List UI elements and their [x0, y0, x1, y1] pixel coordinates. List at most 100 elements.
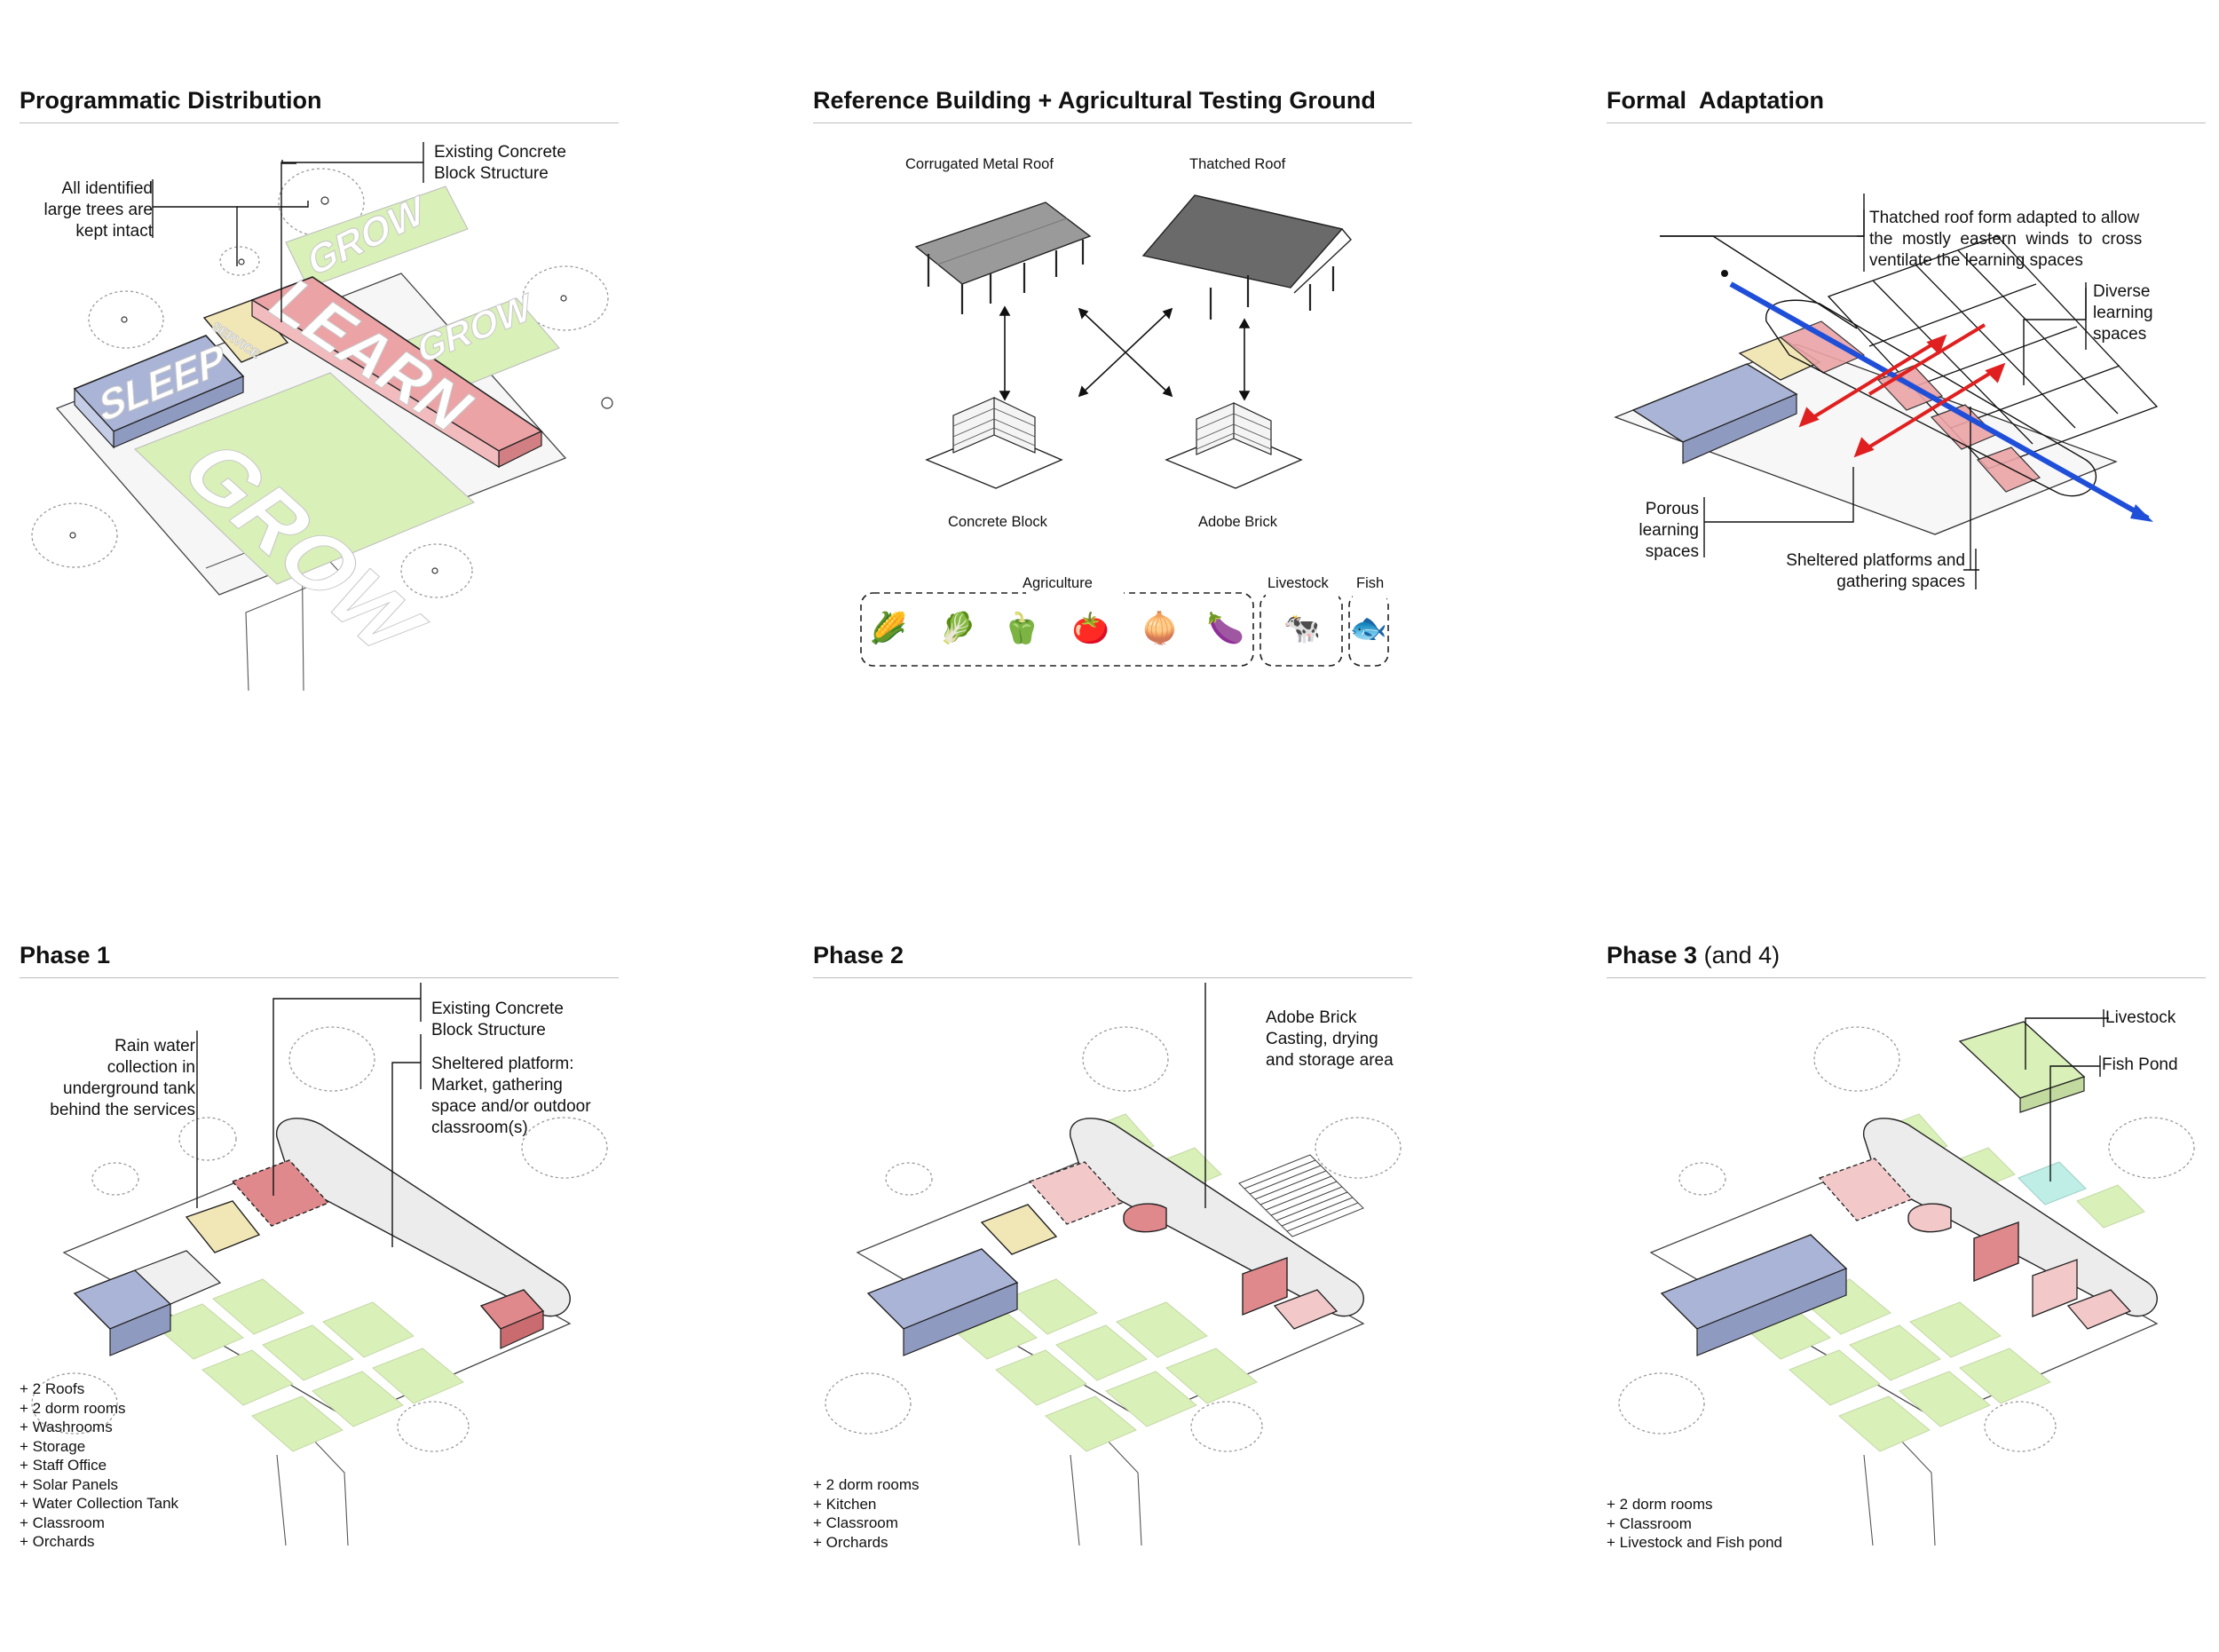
orchard-plot — [1849, 1324, 1941, 1381]
orchard-plot — [1789, 1349, 1881, 1406]
list-item: + Washrooms — [20, 1419, 113, 1435]
leader-line-sheltered — [1963, 407, 1979, 571]
panel-phase-1: Phase 1 — [20, 942, 619, 1652]
phase-2-additions-list: + 2 dorm rooms + Kitchen + Classroom + O… — [813, 1475, 920, 1552]
leader-line-structure — [280, 162, 423, 322]
roof-grid — [1827, 235, 2159, 470]
classroom-block-end — [1273, 1289, 1339, 1330]
orchard-plot — [1899, 1371, 1991, 1427]
wind-arrow-blue-head — [2130, 504, 2153, 522]
panel-formal-adaptation: Formal Adaptation Thatched roof form — [1607, 87, 2206, 797]
classroom-block — [1242, 1257, 1288, 1316]
grow-zone — [285, 186, 469, 289]
classroom-block — [1973, 1221, 2019, 1283]
eggplant-icon: 🍆 — [1206, 612, 1245, 645]
adobe-brick-wall — [1196, 402, 1272, 455]
caption-adobe-brick: Adobe Brick — [1198, 514, 1277, 530]
cabbage-icon: 🥬 — [938, 612, 977, 645]
leader-line-porous — [1704, 467, 1854, 523]
thatched-roof-columns — [1209, 266, 1335, 320]
tree-canopy — [1618, 1372, 1705, 1435]
list-item: + 2 dorm rooms — [813, 1476, 920, 1493]
leader-line-roof-c — [1857, 194, 1865, 237]
leader-line-roof — [1660, 235, 1858, 329]
phase-3-axonometric — [1618, 1009, 2195, 1546]
list-item: + Livestock and Fish pond — [1607, 1534, 1782, 1551]
leader-line-platform — [391, 1034, 422, 1247]
cow-icon: 🐄 — [1283, 612, 1322, 645]
classroom-block-side — [500, 1310, 544, 1349]
tree-canopy — [522, 265, 609, 331]
kitchen-drum — [1123, 1203, 1167, 1233]
leader-line-structure — [281, 160, 296, 164]
tree-canopy — [288, 1026, 375, 1092]
list-item: + Solar Panels — [20, 1475, 119, 1493]
corn-icon: 🌽 — [869, 612, 908, 645]
panel-reference-building: Reference Building + Agricultural Testin… — [813, 87, 1412, 797]
callout-trees-intact: All identified large trees are kept inta… — [43, 179, 153, 241]
title-extra: (and 4) — [1697, 942, 1781, 968]
tree-canopy — [2108, 1117, 2195, 1179]
group-label-fish: Fish — [1356, 575, 1385, 591]
leader-line-trees-c — [237, 201, 309, 208]
callout-thatched-roof-form: Thatched roof form adapted to allow the … — [1869, 209, 2143, 270]
classroom-block — [2032, 1259, 2078, 1317]
learn-block-front — [251, 298, 500, 469]
service-block — [980, 1204, 1058, 1255]
solar-panel — [131, 1251, 142, 1263]
panel-title: Phase 2 — [813, 942, 904, 968]
fish-pond — [2018, 1161, 2087, 1205]
orchard-plot — [1006, 1278, 1098, 1335]
wind-arrow-red — [1853, 362, 2006, 458]
sheltered-platform-roof — [1070, 1118, 1364, 1317]
tree-canopy — [397, 1401, 470, 1452]
tree-trunk — [431, 567, 438, 574]
solar-panel — [114, 1251, 124, 1263]
service-block — [185, 1200, 261, 1253]
tree-canopy — [91, 1162, 139, 1196]
tree-canopy — [31, 1372, 118, 1435]
adobe-brick-base — [1165, 431, 1303, 489]
tree-canopy — [178, 1117, 237, 1161]
roof-outline — [1765, 299, 2097, 497]
metal-roof-columns — [927, 240, 1085, 314]
panel-title: Programmatic Distribution — [20, 87, 322, 114]
onion-icon: 🧅 — [1141, 612, 1180, 645]
existing-concrete-structure — [1818, 1158, 1914, 1221]
tree-canopy — [400, 543, 473, 598]
leader-line-structure — [272, 998, 421, 1196]
dorm-block-side — [109, 1303, 171, 1356]
orchard-plot — [995, 1349, 1087, 1406]
programmatic-axonometric: SLEEP LEARN GROW GROW GROW SERVICE — [31, 142, 613, 692]
arrow-thatch-to-adobe — [1238, 318, 1251, 401]
callout-sheltered-platforms: Sheltered platforms and gathering spaces — [1786, 551, 1965, 591]
orchard-plot — [322, 1301, 415, 1358]
thatched-roof-drawing — [1141, 194, 1344, 289]
wind-arrow-blue — [1729, 281, 2150, 521]
tree-trunk — [601, 397, 613, 409]
orchard-plot — [1055, 1324, 1148, 1381]
leader-dot — [1721, 270, 1728, 277]
concrete-block-coursing — [952, 407, 1036, 447]
leader-line-trees-b — [153, 207, 237, 247]
orchard-plot — [201, 1349, 294, 1406]
tree-canopy — [1813, 1026, 1900, 1092]
tree-canopy — [521, 1117, 608, 1179]
access-road — [276, 1438, 349, 1546]
orchard-plot — [1838, 1395, 1931, 1452]
title-rule — [20, 977, 619, 978]
caption-thatched-roof: Thatched Roof — [1189, 156, 1286, 172]
group-box-livestock — [1260, 592, 1343, 667]
callout-rain-water: Rain water collection in underground tan… — [50, 1037, 195, 1119]
callout-diverse-learning: Diverse learning spaces — [2093, 282, 2153, 344]
orchard-plot — [2076, 1184, 2145, 1229]
tree-canopy — [1678, 1162, 1726, 1196]
callout-porous-learning: Porous learning spaces — [1639, 500, 1699, 561]
phase-1-additions-list: + 2 Roofs + 2 dorm rooms + Washrooms + S… — [20, 1379, 178, 1552]
orchard-plot — [251, 1395, 344, 1452]
list-item: + Water Collection Tank — [20, 1495, 179, 1512]
fish-icon: 🐟 — [1349, 612, 1388, 645]
livestock-pen-side — [2019, 1076, 2085, 1113]
list-item: + Orchards — [20, 1533, 95, 1550]
caption-concrete-block: Concrete Block — [948, 514, 1047, 530]
